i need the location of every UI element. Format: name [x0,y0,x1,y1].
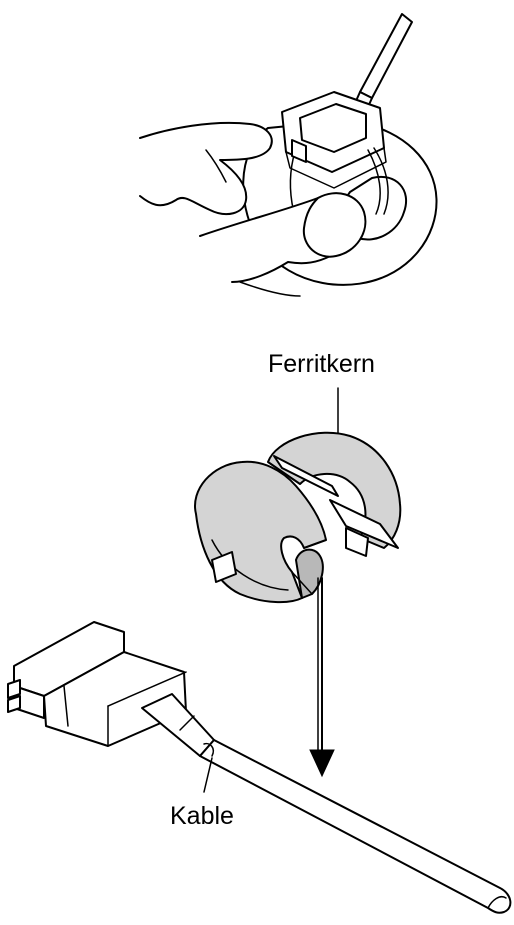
ferrite-core-label: Ferritkern [268,350,375,378]
open-ferrite-step-illustration [139,13,438,297]
hand-icon [139,121,367,297]
parallel-connector-icon [7,621,215,757]
split-ferrite-core-icon [194,431,402,604]
cable-icon [199,739,512,914]
clamp-latch-icon [281,91,389,215]
cable-leader-line [203,757,213,793]
down-arrow-icon [309,577,335,778]
cable-label: Kable [170,802,234,830]
